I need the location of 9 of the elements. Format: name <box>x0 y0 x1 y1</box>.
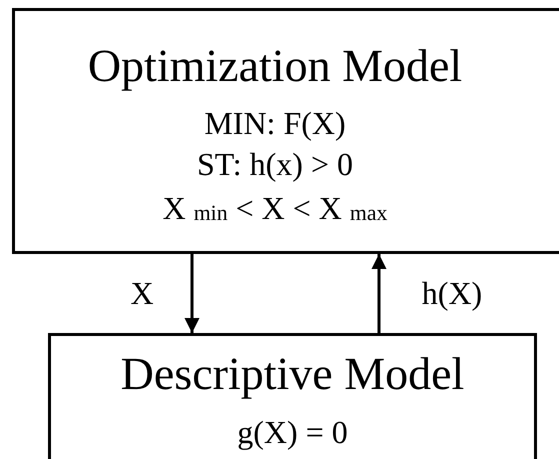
arrow <box>372 254 386 333</box>
node-title: Optimization Model <box>88 43 462 89</box>
model-box <box>12 8 559 254</box>
equation-text: g(X) = 0 <box>237 416 348 448</box>
model-box <box>48 333 537 459</box>
node-title: Descriptive Model <box>120 351 464 397</box>
objective-text: MIN: F(X) <box>204 107 346 139</box>
constraint-text: ST: h(x) > 0 <box>197 148 353 180</box>
arrow <box>184 254 200 333</box>
